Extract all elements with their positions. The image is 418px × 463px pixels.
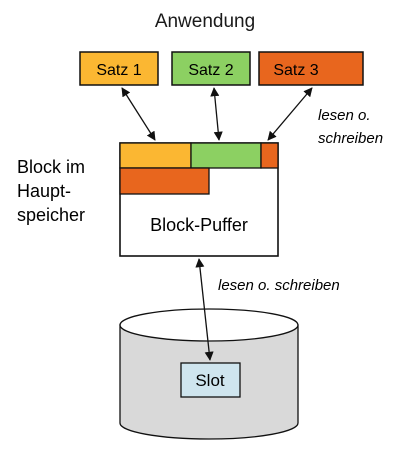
arrow-buffer-slot xyxy=(195,258,214,361)
arrow-record-2 xyxy=(210,87,223,141)
record-box-1: Satz 1 xyxy=(79,51,159,86)
access-label-top-line1: lesen o. xyxy=(318,107,371,124)
block-label-line2: Haupt- xyxy=(17,181,71,201)
record-3-label: Satz 3 xyxy=(273,62,318,79)
block-label-line1: Block im xyxy=(17,157,85,177)
record-2-fill xyxy=(171,51,251,86)
record-box-3: Satz 3 xyxy=(258,51,364,86)
disk-top xyxy=(119,308,299,342)
buffer-label: Block-Puffer xyxy=(150,215,248,235)
diagram-title: Anwendung xyxy=(155,11,255,32)
slot-label: Slot xyxy=(195,371,225,390)
access-label-top-line2: schreiben xyxy=(318,130,383,147)
record-1-fill xyxy=(79,51,159,86)
record-box-2: Satz 2 xyxy=(171,51,251,86)
buffer-record-3a xyxy=(260,142,279,169)
arrow-record-3 xyxy=(267,87,313,141)
record-2-label: Satz 2 xyxy=(188,62,233,79)
record-1-label: Satz 1 xyxy=(96,62,141,79)
record-3-fill xyxy=(258,51,364,86)
access-label-bottom: lesen o. schreiben xyxy=(218,277,340,294)
arrow-record-1 xyxy=(121,87,156,141)
block-label-line3: speicher xyxy=(17,205,85,225)
slot-box xyxy=(180,362,241,398)
buffer-record-1 xyxy=(119,142,192,169)
buffer-record-3b xyxy=(119,167,210,195)
buffer-record-2 xyxy=(190,142,262,169)
disk-storage: Slot xyxy=(119,308,299,440)
block-buffer: Block-Puffer xyxy=(119,142,279,257)
